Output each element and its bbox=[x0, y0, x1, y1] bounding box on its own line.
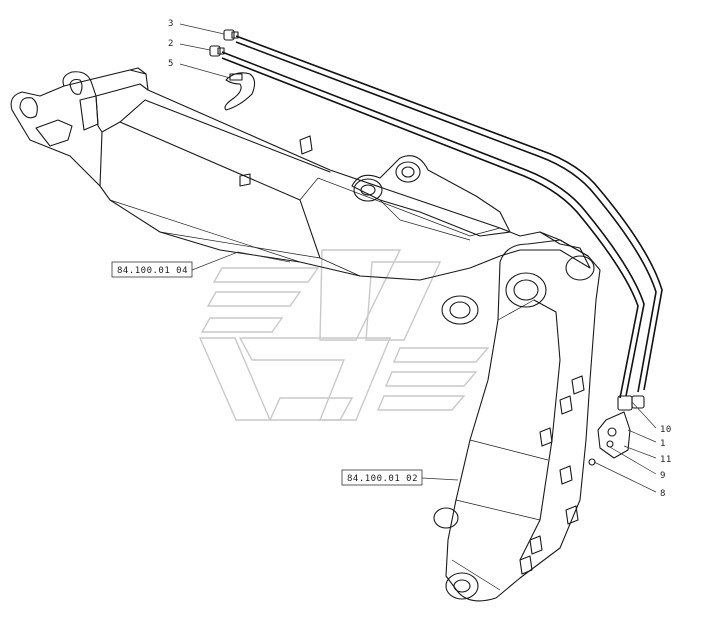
pipe-fitting-3 bbox=[223, 29, 239, 41]
watermark-logo bbox=[198, 249, 490, 421]
callout-8: 8 bbox=[593, 461, 666, 499]
clamp-5 bbox=[224, 72, 256, 111]
callout-3: 3 bbox=[168, 19, 225, 35]
callout-3-label: 3 bbox=[168, 19, 174, 29]
boom-assembly bbox=[10, 67, 591, 281]
boom-reference-label: 84.100.01 04 bbox=[117, 266, 188, 276]
boom-head-bracket bbox=[351, 155, 511, 241]
callout-2-label: 2 bbox=[168, 39, 174, 49]
callout-2: 2 bbox=[168, 39, 211, 51]
callout-9: 9 bbox=[607, 445, 666, 481]
boom-reference-box[interactable]: 84.100.01 04 bbox=[111, 251, 291, 278]
callout-9-label: 9 bbox=[660, 471, 666, 481]
callout-5-label: 5 bbox=[168, 59, 174, 69]
arm-reference-box[interactable]: 84.100.01 02 bbox=[341, 469, 459, 486]
callout-1: 1 bbox=[627, 429, 666, 449]
callout-1-label: 1 bbox=[660, 439, 666, 449]
arm-assembly bbox=[433, 231, 601, 602]
hydraulic-pipes bbox=[221, 35, 663, 399]
arm-reference-label: 84.100.01 02 bbox=[347, 474, 418, 484]
callout-5: 5 bbox=[168, 59, 231, 79]
callout-10-label: 10 bbox=[660, 425, 672, 435]
callout-11-label: 11 bbox=[660, 455, 672, 465]
callout-11: 11 bbox=[623, 445, 672, 465]
callout-10: 10 bbox=[631, 401, 672, 435]
callout-8-label: 8 bbox=[660, 489, 666, 499]
pipe-fitting-2 bbox=[209, 45, 225, 57]
